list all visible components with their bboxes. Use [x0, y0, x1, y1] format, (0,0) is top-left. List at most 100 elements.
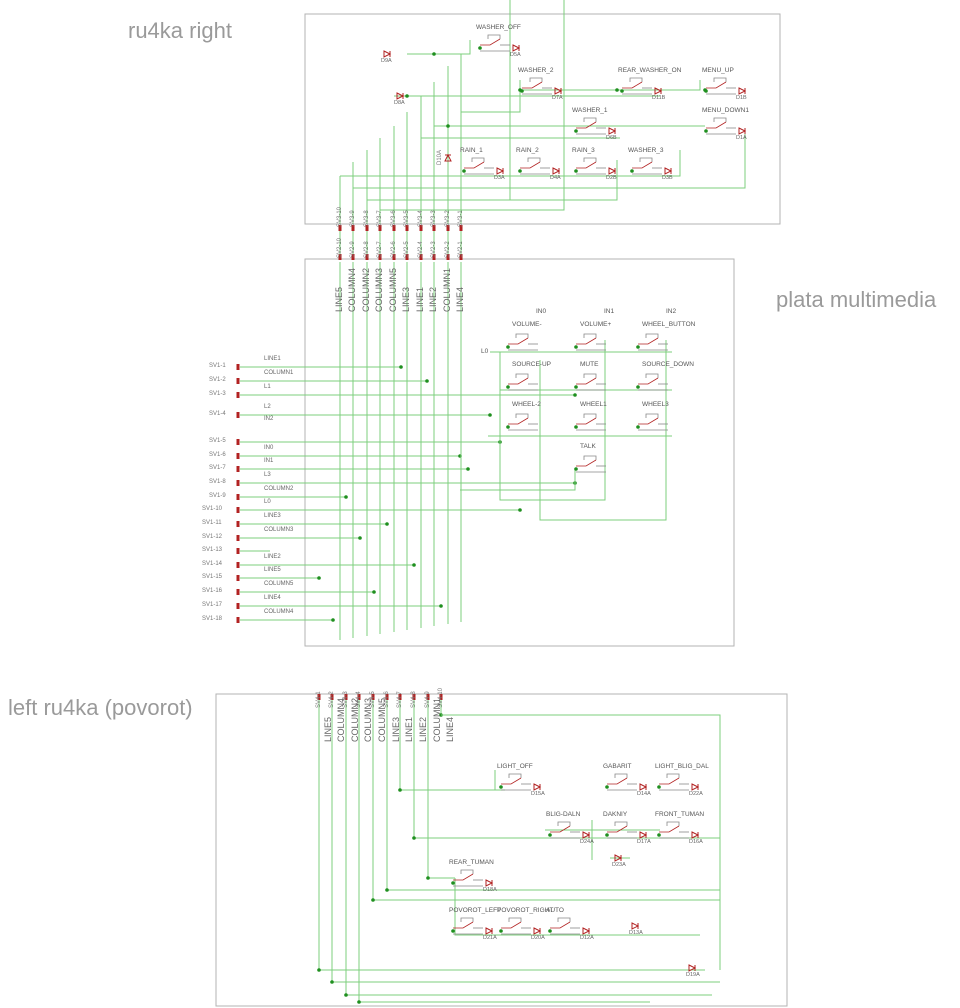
sv4-pin-marker — [412, 694, 416, 700]
sv2-pin-marker — [459, 254, 463, 260]
switch-wheel-button-node — [636, 345, 640, 349]
sv2-pin-marker — [405, 254, 409, 260]
diode-d19a-symbol — [688, 964, 697, 972]
switch-front-tuman-node — [657, 833, 661, 837]
junction-dot — [330, 980, 334, 984]
sv1-pin-marker — [236, 521, 240, 527]
sv4-pin-marker — [439, 694, 443, 700]
junction-dot — [426, 876, 430, 880]
switch-menu-up-node — [704, 89, 708, 93]
switch-dakniy — [607, 821, 637, 839]
switch-mute — [576, 373, 606, 391]
switch-gabarit-label: GABARIT — [603, 763, 632, 770]
switch-rain-3 — [576, 157, 606, 175]
sv2-signal-8: LINE2 — [428, 286, 438, 312]
switch-washer-1-label: WASHER_1 — [572, 107, 608, 114]
diode-d8a-symbol — [396, 92, 405, 100]
net-talk — [460, 470, 576, 491]
sv1-pin-12: SV1-12 — [202, 534, 223, 540]
sv2-signal-9: COLUMN1 — [442, 267, 452, 312]
switch-menu-down1-stroke — [713, 117, 727, 122]
sv1-pin-marker — [236, 480, 240, 486]
net-rain-row — [340, 150, 681, 177]
sv3-pin-marker — [419, 225, 423, 231]
switch-washer-3-diode — [664, 167, 673, 175]
junction-dot — [372, 590, 376, 594]
junction-dot — [518, 508, 522, 512]
switch-rain-1-diode-symbol — [496, 167, 505, 175]
switch-washer-off-label: WASHER_OFF — [476, 24, 521, 31]
switch-gabarit-diode-symbol — [639, 783, 648, 791]
switch-rear-tuman-label: REAR_TUMAN — [449, 859, 494, 866]
left-net — [345, 700, 712, 996]
left-net — [399, 700, 505, 791]
sv1-pin-marker — [236, 494, 240, 500]
switch-rain-3-diode — [608, 167, 617, 175]
sv2-pin-marker — [419, 254, 423, 260]
switch-dakniy-diode-label: D17A — [637, 839, 651, 845]
input-in1: IN1 — [604, 308, 615, 315]
switch-rain-2-stroke — [520, 161, 541, 169]
input-in0: IN0 — [536, 308, 547, 315]
switch-povorot-right — [501, 917, 531, 935]
switch-source-up-node — [506, 385, 510, 389]
sv3-pin-marker — [392, 225, 396, 231]
switch-wheel-button-stroke — [645, 333, 659, 338]
sv2-pin-1: SV2-10 — [337, 237, 343, 258]
sv1-pin-3: SV1-4 — [209, 411, 226, 417]
switch-rear-tuman-diode-label: D18A — [483, 887, 497, 893]
switch-washer-off-diode-label: D5A — [510, 52, 521, 58]
junction-dot — [385, 522, 389, 526]
net-top-feed — [380, 0, 565, 211]
sv1-signal-16: COLUMN5 — [264, 581, 294, 587]
switch-light-off-stroke — [501, 777, 522, 785]
sv2-pin-marker — [432, 254, 436, 260]
switch-povorot-left — [453, 917, 483, 935]
switch-washer-1-diode-symbol — [608, 127, 617, 135]
switch-povorot-left-label: POVOROT_LEFT — [449, 907, 502, 914]
switch-front-tuman-diode-symbol — [691, 831, 700, 839]
sv1-signal-4: IN2 — [264, 416, 274, 422]
switch-washer-1-stroke — [583, 117, 597, 122]
switch-auto-node — [548, 929, 552, 933]
sv3-pin-6: SV3-5 — [404, 210, 410, 227]
switch-povorot-right-diode-label: D20A — [531, 935, 545, 941]
sv3-pin-marker — [338, 225, 342, 231]
sv4-signal-6: LINE3 — [391, 716, 401, 742]
diode-d19a-label: D19A — [686, 972, 700, 978]
sv4-pin-marker — [317, 694, 321, 700]
switch-volume-plus — [576, 333, 606, 351]
switch-volume-minus-label: VOLUME- — [512, 321, 542, 328]
junction-dot — [344, 993, 348, 997]
sv1-pin-marker — [236, 617, 240, 623]
switch-washer-2-diode-symbol — [554, 87, 563, 95]
sv2-pin-marker — [392, 254, 396, 260]
switch-rear-tuman-node — [451, 881, 455, 885]
title-left-ru4ka: left ru4ka (povorot) — [8, 695, 193, 720]
switch-povorot-left-stroke — [460, 917, 474, 922]
switch-gabarit — [607, 773, 637, 791]
sv1-pin-11: SV1-11 — [202, 520, 222, 526]
switch-volume-plus-stroke — [576, 337, 597, 345]
switch-povorot-left-diode-label: D21A — [483, 935, 497, 941]
switch-rear-washer-on — [622, 77, 652, 95]
junction-dot — [317, 576, 321, 580]
switch-washer-2-stroke — [529, 77, 543, 82]
sv4-pin-10: SV4-10 — [438, 687, 444, 708]
switch-wheel1-stroke — [583, 413, 597, 418]
switch-light-blig-dal — [659, 773, 689, 791]
switch-rain-1 — [464, 157, 494, 175]
switch-rain-3-diode-symbol — [608, 167, 617, 175]
left-net — [331, 700, 720, 983]
junction-dot — [488, 413, 492, 417]
sv4-pin-9: SV4-9 — [425, 691, 431, 708]
junction-dot — [412, 836, 416, 840]
switch-washer-off-diode-symbol — [512, 44, 521, 52]
diode-d8a — [396, 92, 405, 100]
diode-d19a — [688, 964, 697, 972]
sv2-pin-10: SV2-1 — [458, 241, 464, 258]
switch-povorot-right-diode — [533, 927, 542, 935]
switch-menu-down1 — [706, 117, 736, 135]
switch-wheel1-stroke — [576, 417, 597, 425]
sv1-pin-0: SV1-1 — [209, 363, 226, 369]
